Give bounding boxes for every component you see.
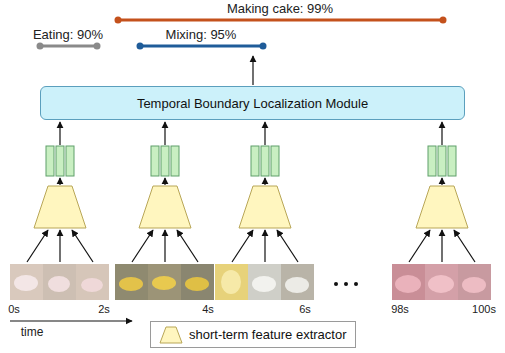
time-label: 98s: [391, 303, 409, 315]
time-label: 6s: [299, 303, 311, 315]
prediction-label: Mixing: 95%: [166, 27, 237, 42]
prediction-label: Eating: 90%: [33, 27, 103, 42]
feature-column: [215, 122, 314, 300]
axis-label: time: [21, 325, 44, 339]
ellipsis-dots: [334, 282, 358, 286]
time-label: 100s: [472, 303, 496, 315]
legend-text: short-term feature extractor: [189, 327, 347, 342]
feature-column: [10, 122, 109, 300]
prediction-label: Making cake: 99%: [227, 1, 333, 16]
feature-column: [115, 122, 214, 300]
legend-trapezoid: [158, 325, 184, 345]
node-text: Temporal Boundary Localization Module: [137, 96, 368, 111]
feature-column: [392, 122, 491, 300]
output-arrow: [252, 56, 253, 85]
time-label: 2s: [98, 303, 110, 315]
legend-box: short-term feature extractor: [150, 321, 356, 348]
time-axis-arrow: [10, 320, 132, 321]
time-label: 0s: [8, 303, 20, 315]
module-box: Temporal Boundary Localization Module: [40, 86, 465, 120]
time-label: 4s: [202, 303, 214, 315]
